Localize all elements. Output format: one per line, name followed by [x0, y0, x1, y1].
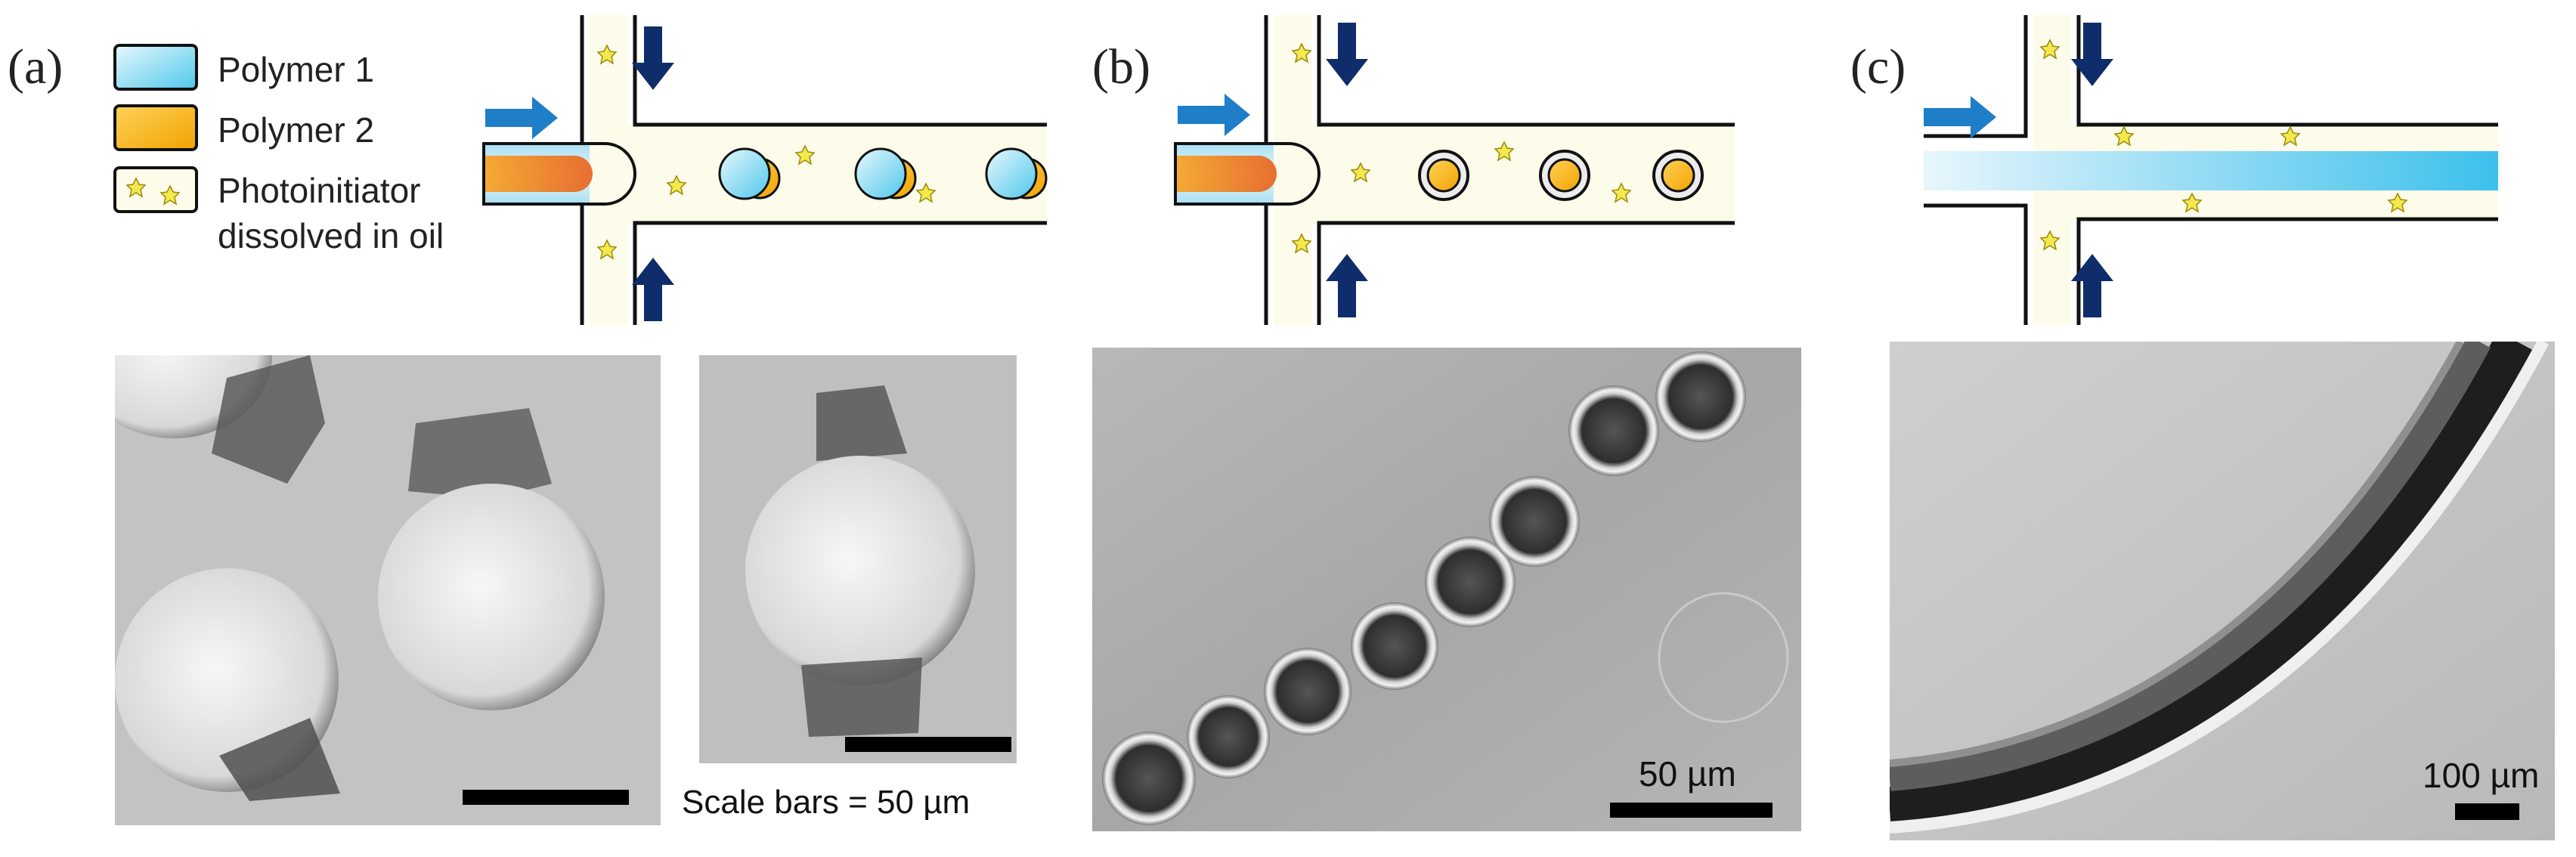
- schematic-a: [482, 15, 1048, 325]
- legend-photoinitiator-label: Photoinitiator: [218, 171, 421, 210]
- core-shell-droplet: [1418, 150, 1469, 201]
- micrograph-a1: [115, 355, 661, 825]
- micrograph-b: 50 µm: [1092, 348, 1801, 831]
- panel-a-label: (a): [8, 39, 63, 94]
- core-shell-droplet: [1652, 150, 1704, 201]
- core-shell-droplet: [1539, 150, 1590, 201]
- scale-bar-c: [2455, 803, 2519, 820]
- oil-inflow-down-arrow-icon: [1326, 23, 1368, 86]
- polymer-1-swatch: [113, 44, 198, 91]
- schematic-b: [1174, 15, 1735, 325]
- micrograph-a2: [699, 355, 1017, 763]
- oil-inflow-up-arrow-icon: [1326, 254, 1368, 317]
- schematic-c: [1924, 15, 2498, 325]
- photoinitiator-swatch: [113, 166, 198, 213]
- oil-inflow-up-arrow-icon: [632, 258, 674, 321]
- scale-bar-b-label: 50 µm: [1639, 754, 1736, 794]
- inlet-arrow-icon: [485, 97, 558, 139]
- legend-photoinitiator-sublabel: dissolved in oil: [218, 216, 444, 255]
- scale-bar-a2: [845, 737, 1011, 752]
- polymer-2-swatch: [113, 104, 198, 151]
- inlet-arrow-icon: [1924, 96, 1996, 138]
- panel-b-label: (b): [1092, 39, 1150, 94]
- scale-bar-c-label: 100 µm: [2423, 756, 2539, 795]
- scale-bar-b: [1610, 803, 1773, 818]
- legend-polymer-1-label: Polymer 1: [218, 50, 374, 89]
- legend-polymer-2-label: Polymer 2: [218, 110, 374, 150]
- panel-c-label: (c): [1850, 39, 1906, 94]
- janus-droplet: [718, 147, 781, 200]
- micrograph-c: 100 µm: [1890, 342, 2555, 840]
- janus-droplet: [985, 147, 1048, 200]
- inlet-arrow-icon: [1178, 94, 1250, 136]
- legend: Polymer 1 Polymer 2 Photoinitiator disso…: [113, 44, 444, 255]
- scale-bar-a1: [463, 790, 629, 805]
- janus-droplet: [854, 147, 917, 200]
- scale-bar-caption: Scale bars = 50 µm: [682, 784, 970, 821]
- oil-inflow-down-arrow-icon: [632, 26, 674, 90]
